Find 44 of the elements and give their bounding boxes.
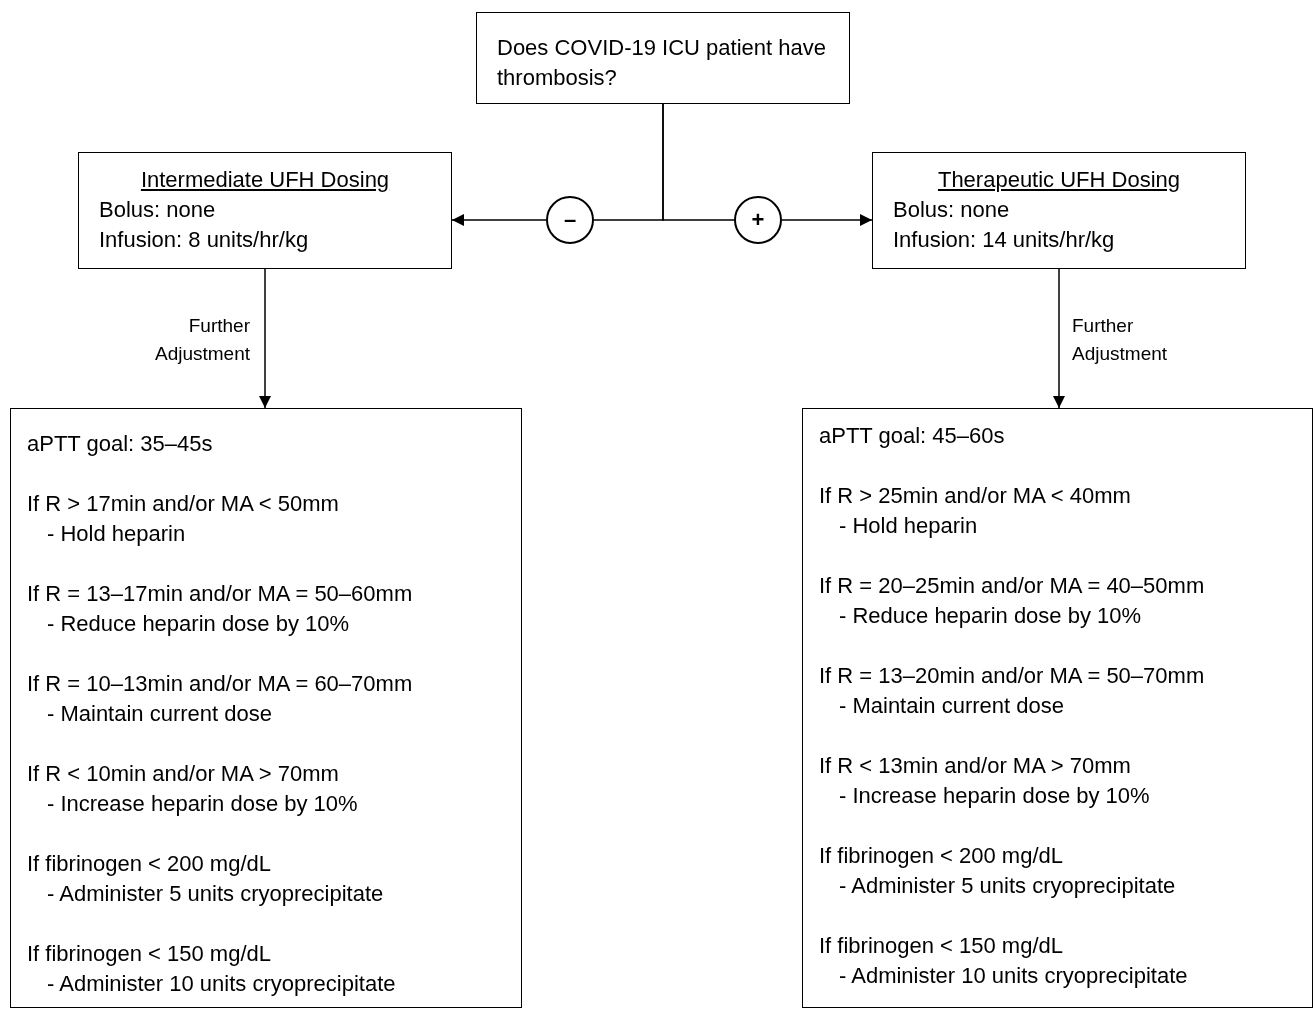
box-text: Does COVID-19 ICU patient have thrombosis? <box>497 35 826 90</box>
question-box <box>476 12 850 104</box>
condition-text: If fibrinogen < 200 mg/dL <box>27 851 271 876</box>
arrow <box>451 214 547 226</box>
goal-text: aPTT goal: 35–45s <box>27 431 213 456</box>
action-text: - Administer 5 units cryoprecipitate <box>47 881 384 906</box>
action-text: - Hold heparin <box>839 513 978 538</box>
dosing-box <box>872 152 1246 269</box>
action-text: - Reduce heparin dose by 10% <box>839 603 1142 628</box>
sign-text: – <box>563 209 577 231</box>
goal-text: aPTT goal: 45–60s <box>819 423 1005 448</box>
condition-text: If R > 25min and/or MA < 40mm <box>819 483 1131 508</box>
protocol-box <box>802 408 1313 1008</box>
action-text: - Hold heparin <box>47 521 186 546</box>
box-heading: Intermediate UFH Dosing <box>140 167 390 192</box>
sign-text: + <box>751 209 765 231</box>
box-text: Bolus: none <box>893 197 1010 222</box>
condition-text: If R < 10min and/or MA > 70mm <box>27 761 339 786</box>
action-text: - Increase heparin dose by 10% <box>839 783 1150 808</box>
action-text: - Reduce heparin dose by 10% <box>47 611 350 636</box>
arrow <box>1053 268 1065 409</box>
arrow <box>259 268 271 409</box>
condition-text: If fibrinogen < 200 mg/dL <box>819 843 1063 868</box>
condition-text: If R > 17min and/or MA < 50mm <box>27 491 339 516</box>
action-text: - Administer 10 units cryoprecipitate <box>839 963 1188 988</box>
condition-text: If fibrinogen < 150 mg/dL <box>27 941 271 966</box>
dosing-box <box>78 152 452 269</box>
condition-text: If R = 20–25min and/or MA = 40–50mm <box>819 573 1205 598</box>
action-text: - Increase heparin dose by 10% <box>47 791 358 816</box>
action-text: - Maintain current dose <box>839 693 1064 718</box>
box-text: Infusion: 14 units/hr/kg <box>893 227 1115 252</box>
arrow <box>781 214 873 226</box>
box-text: Infusion: 8 units/hr/kg <box>99 227 309 252</box>
condition-text: If fibrinogen < 150 mg/dL <box>819 933 1063 958</box>
condition-text: If R = 13–20min and/or MA = 50–70mm <box>819 663 1205 688</box>
action-text: - Administer 10 units cryoprecipitate <box>47 971 396 996</box>
action-text: - Maintain current dose <box>47 701 272 726</box>
action-text: - Administer 5 units cryoprecipitate <box>839 873 1176 898</box>
protocol-box <box>10 408 522 1008</box>
box-heading: Therapeutic UFH Dosing <box>937 167 1181 192</box>
condition-text: If R < 13min and/or MA > 70mm <box>819 753 1131 778</box>
condition-text: If R = 13–17min and/or MA = 50–60mm <box>27 581 413 606</box>
condition-text: If R = 10–13min and/or MA = 60–70mm <box>27 671 413 696</box>
box-text: Bolus: none <box>99 197 216 222</box>
